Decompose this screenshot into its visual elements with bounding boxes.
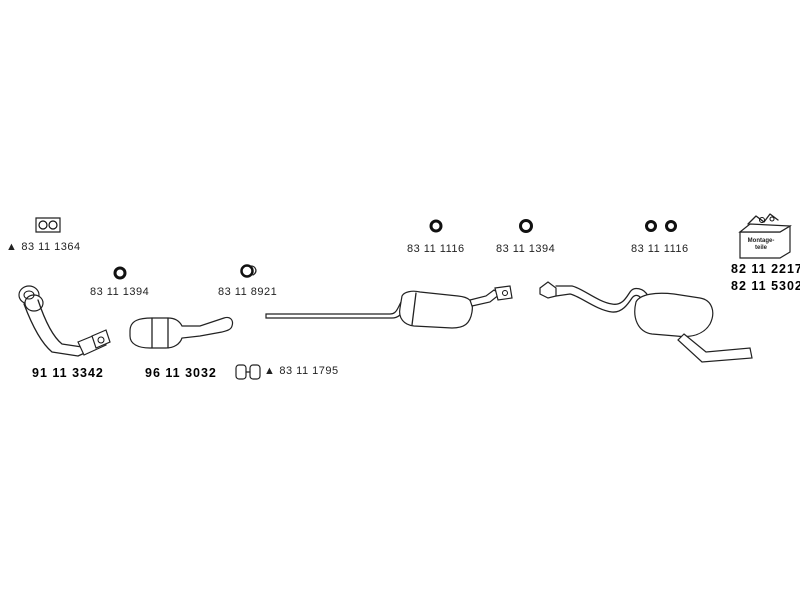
front-pipe-drawing	[18, 285, 111, 357]
part-label-kit-1: 82 11 2217	[731, 262, 800, 276]
part-label-clamp-small: ▲83 11 1795	[264, 365, 339, 377]
part-label-ring-center: 83 11 1394	[496, 243, 556, 255]
catalyst-drawing	[129, 316, 234, 349]
ring-icon	[113, 266, 127, 280]
warning-triangle-icon: ▲	[264, 365, 276, 377]
part-label-gasket: ▲83 11 1364	[6, 241, 81, 253]
part-label-hanger-center: 83 11 1116	[407, 243, 465, 255]
hanger-icon	[429, 219, 443, 233]
part-label-kit-2: 82 11 5302	[731, 279, 800, 293]
small-clamp-icon	[235, 364, 261, 380]
hanger-icon-1	[645, 220, 657, 232]
gasket-icon	[35, 217, 61, 233]
rear-muffler-drawing	[539, 281, 753, 363]
part-label-hanger-pair: 83 11 1116	[631, 243, 689, 255]
warning-triangle-icon: ▲	[6, 241, 18, 253]
part-label-front-pipe: 91 11 3342	[32, 366, 104, 380]
part-label-ring-front: 83 11 1394	[90, 286, 150, 298]
part-label-catalyst: 96 11 3032	[145, 366, 217, 380]
ring-icon-center	[519, 219, 533, 233]
mounting-kit-icon	[738, 213, 793, 259]
clamp-icon	[240, 264, 257, 278]
part-label-clamp-front: 83 11 8921	[218, 286, 278, 298]
mounting-kit-box-label: Montage-teile	[747, 238, 775, 251]
hanger-icon-2	[665, 220, 677, 232]
center-muffler-drawing	[265, 285, 513, 329]
